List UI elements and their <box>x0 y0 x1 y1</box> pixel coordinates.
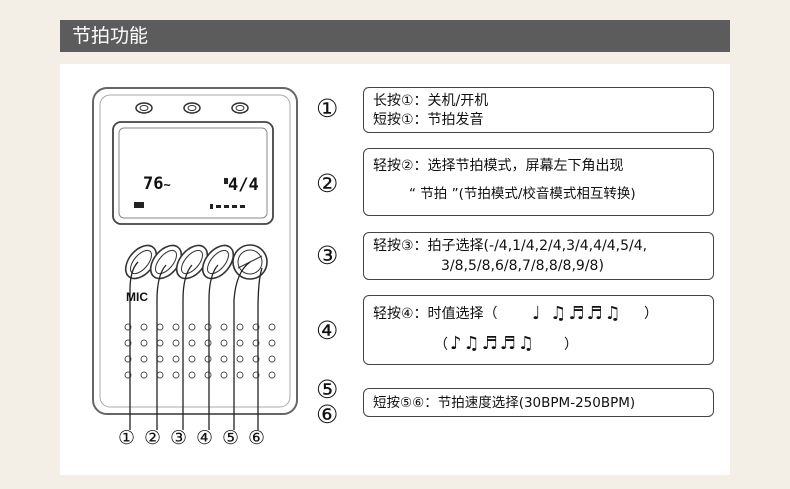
instruction-box-5: 短按⑤⑥：节拍速度选择(30BPM-250BPM) <box>363 388 714 417</box>
marker-5: ⑤ <box>316 375 339 404</box>
grille-hole <box>124 339 132 347</box>
grille-hole <box>236 371 244 379</box>
lcd-screen <box>112 121 274 225</box>
instruction-4-line-1-end: ） <box>644 306 658 322</box>
button-number-6: ⑥ <box>248 427 266 449</box>
instruction-3-line-2: 3/8,5/8,6/8,7/8,8/8,9/8) <box>441 258 604 274</box>
grille-hole <box>220 355 228 363</box>
grille-hole <box>188 371 196 379</box>
instruction-box-4: 轻按④：时值选择（ ♩ ♫♬♬♫ ） （ ♪♫♬♬♫ ） <box>363 295 714 365</box>
instruction-box-1: 长按①：关机/开机 短按①：节拍发音 <box>363 87 714 133</box>
grille-hole <box>204 355 212 363</box>
grille-hole <box>140 339 148 347</box>
device-buttons <box>124 244 268 280</box>
grille-hole <box>124 323 132 331</box>
grille-hole <box>140 355 148 363</box>
leader-lines <box>129 261 263 430</box>
instruction-4-line-2-end: ） <box>564 337 578 353</box>
instruction-box-3: 轻按③：拍子选择(-/4,1/4,2/4,3/4,4/4,5/4, 3/8,5/… <box>363 232 714 280</box>
grille-hole <box>172 355 180 363</box>
instruction-1-line-1: 长按①：关机/开机 <box>373 93 489 109</box>
grille-hole <box>268 339 276 347</box>
grille-hole <box>268 371 276 379</box>
grille-hole <box>204 339 212 347</box>
grille-hole <box>204 323 212 331</box>
marker-4: ④ <box>316 316 339 345</box>
indicator-leds <box>135 102 249 114</box>
instruction-2-line-2: “ 节拍 ”(节拍模式/校音模式相互转换) <box>409 186 636 202</box>
note-values-row-1: ♩ ♫♬♬♫ <box>532 303 623 324</box>
marker-1: ① <box>316 94 339 123</box>
button-number-5: ⑤ <box>222 427 240 449</box>
grille-hole <box>252 355 260 363</box>
grille-hole <box>172 323 180 331</box>
instruction-2-line-1: 轻按②：选择节拍模式，屏幕左下角出现 <box>373 158 624 174</box>
grille-hole <box>188 323 196 331</box>
grille-hole <box>236 355 244 363</box>
grille-hole <box>124 371 132 379</box>
grille-hole <box>236 323 244 331</box>
marker-6: ⑥ <box>316 400 339 429</box>
grille-hole <box>140 371 148 379</box>
section-header: 节拍功能 <box>60 20 730 52</box>
mic-label: MIC <box>126 290 148 304</box>
instruction-5-line-1: 短按⑤⑥：节拍速度选择(30BPM-250BPM) <box>373 395 636 411</box>
button-number-3: ③ <box>170 427 188 449</box>
note-values-row-2: ♪♫♬♬♫ <box>450 333 537 354</box>
grille-hole <box>220 323 228 331</box>
grille-hole <box>172 371 180 379</box>
grille-hole <box>252 339 260 347</box>
grille-hole <box>268 355 276 363</box>
button-number-2: ② <box>144 427 162 449</box>
grille-hole <box>252 371 260 379</box>
section-title: 节拍功能 <box>72 25 149 47</box>
grille-hole <box>220 339 228 347</box>
grille-hole <box>188 339 196 347</box>
grille-hole <box>172 339 180 347</box>
marker-2: ② <box>316 169 339 198</box>
marker-3: ③ <box>316 241 339 270</box>
instruction-4-line-2: （ <box>434 337 448 353</box>
button-number-4: ④ <box>196 427 214 449</box>
lcd-tempo-readout: 76~ <box>143 174 171 194</box>
grille-hole <box>140 323 148 331</box>
lcd-time-signature: 4/4 <box>228 175 259 195</box>
instruction-3-line-1: 轻按③：拍子选择(-/4,1/4,2/4,3/4,4/4,5/4, <box>373 238 648 254</box>
button-number-1: ① <box>118 427 136 449</box>
grille-hole <box>252 323 260 331</box>
grille-hole <box>188 355 196 363</box>
grille-hole <box>220 371 228 379</box>
grille-hole <box>124 355 132 363</box>
speaker-grille <box>124 323 276 379</box>
instruction-4-line-1: 轻按④：时值选择（ <box>373 306 498 322</box>
grille-hole <box>204 371 212 379</box>
grille-hole <box>268 323 276 331</box>
lcd-tempo: 76 <box>143 174 164 194</box>
instruction-box-2: 轻按②：选择节拍模式，屏幕左下角出现 “ 节拍 ”(节拍模式/校音模式相互转换) <box>363 148 714 216</box>
grille-hole <box>236 339 244 347</box>
instruction-1-line-2: 短按①：节拍发音 <box>373 112 484 128</box>
